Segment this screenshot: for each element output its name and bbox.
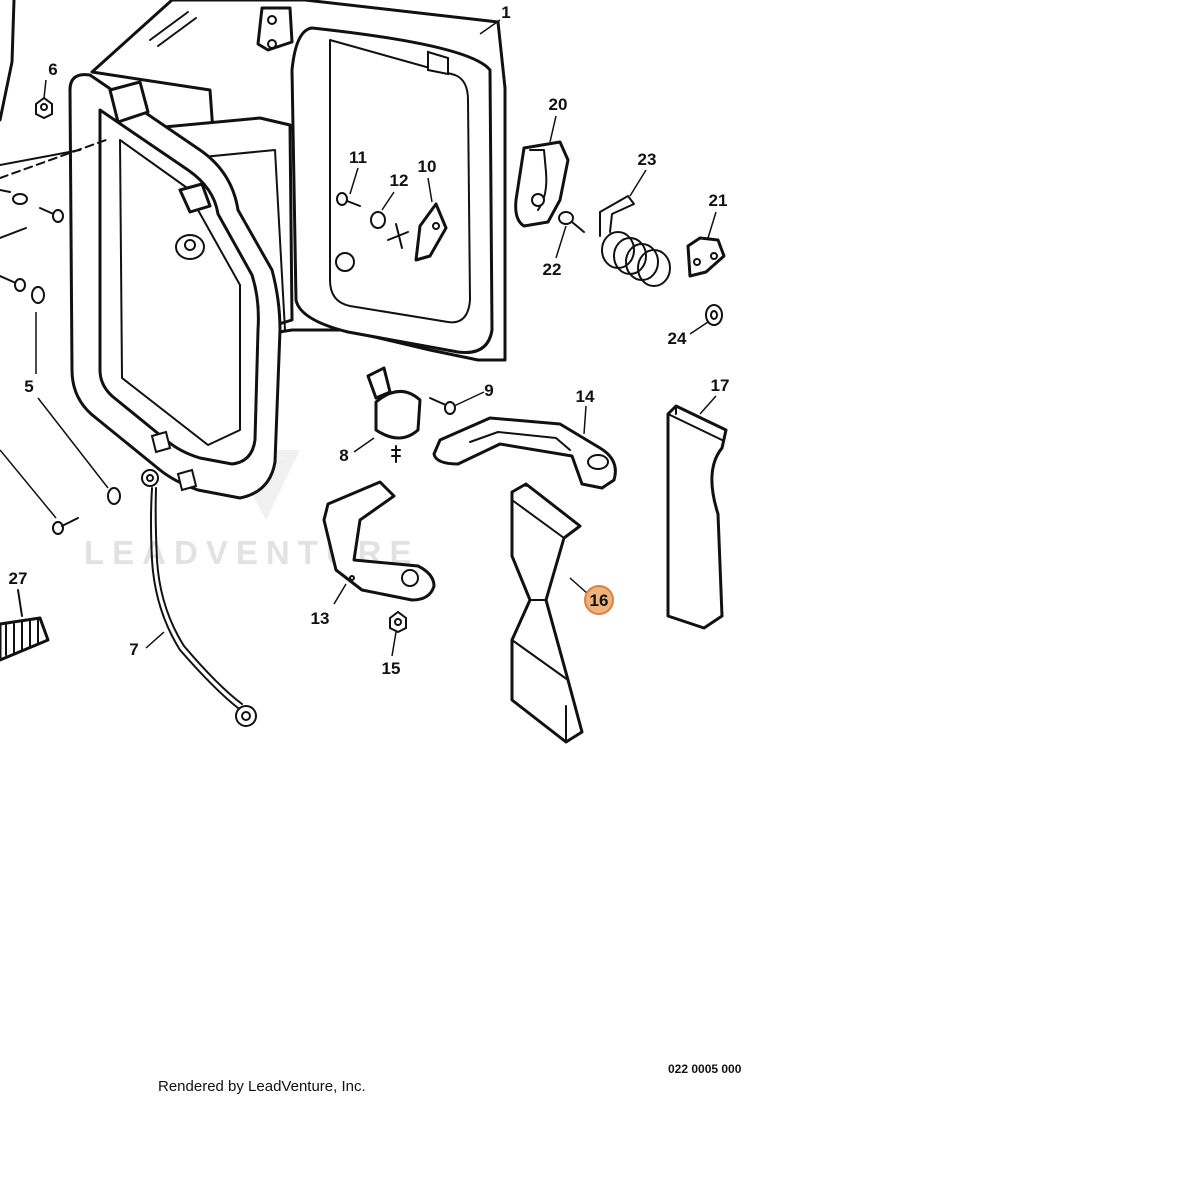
screw [39, 207, 64, 223]
leader-20 [549, 115, 557, 143]
washer [12, 193, 28, 205]
part-12-washer [370, 211, 386, 229]
leader-11 [349, 167, 359, 195]
screw [0, 275, 26, 292]
callout-10[interactable]: 10 [418, 157, 437, 176]
part-23-spring [599, 195, 671, 287]
alignment-line [0, 139, 107, 179]
part-22-screw [558, 211, 585, 233]
callout-11[interactable]: 11 [349, 148, 367, 167]
callout-22[interactable]: 22 [543, 260, 562, 279]
washer [31, 286, 45, 304]
callout-16[interactable]: 16 [590, 591, 609, 610]
part-7-cable [141, 469, 257, 727]
leader-5c [0, 449, 57, 519]
diagram-code: 022 0005 000 [668, 1062, 742, 1076]
callout-15[interactable]: 15 [382, 659, 401, 678]
part-edge [0, 189, 27, 239]
callout-14[interactable]: 14 [576, 387, 595, 406]
washer [107, 487, 121, 505]
leader-14 [583, 405, 587, 435]
leader-7 [145, 631, 165, 649]
leader-10 [427, 177, 433, 203]
leader-17 [699, 395, 717, 415]
footer-credit: Rendered by LeadVenture, Inc. [158, 1078, 366, 1095]
callout-9[interactable]: 9 [484, 381, 493, 400]
part-edge [0, 0, 16, 122]
callout-1[interactable]: 1 [501, 3, 510, 22]
part-6-nut [35, 96, 53, 120]
part-8-mount [366, 366, 422, 463]
leader-12 [381, 191, 395, 211]
callout-8[interactable]: 8 [339, 446, 348, 465]
leader-8 [353, 437, 375, 453]
part-9-screw [429, 397, 456, 415]
leader-16 [569, 577, 589, 595]
part-11-screw [336, 192, 361, 207]
leader-13 [333, 583, 347, 605]
leader-6 [43, 79, 47, 99]
leader-15 [391, 631, 397, 657]
leader-1 [479, 19, 501, 35]
part-14-arm [432, 416, 617, 490]
leader-5b [37, 397, 109, 489]
callout-12[interactable]: 12 [390, 171, 409, 190]
callout-20[interactable]: 20 [549, 95, 568, 114]
callout-7[interactable]: 7 [129, 640, 138, 659]
part-17-block [666, 404, 728, 630]
callout-6[interactable]: 6 [48, 60, 57, 79]
leader-23 [629, 169, 647, 197]
callout-24[interactable]: 24 [668, 329, 687, 348]
leader-22 [555, 225, 567, 259]
part-15-nut [389, 610, 407, 634]
callout-27[interactable]: 27 [9, 569, 28, 588]
leader-9 [453, 391, 485, 407]
callout-23[interactable]: 23 [638, 150, 657, 169]
part-20-clip [514, 140, 570, 228]
callout-21[interactable]: 21 [709, 191, 728, 210]
leader-21 [707, 211, 717, 239]
callout-5[interactable]: 5 [24, 377, 33, 396]
callout-17[interactable]: 17 [711, 376, 730, 395]
part-10-bracket [387, 202, 448, 262]
part-1-frame [68, 0, 507, 500]
alignment-line [0, 149, 81, 166]
part-16-plate [510, 482, 584, 744]
callout-13[interactable]: 13 [311, 609, 330, 628]
screw [52, 517, 79, 535]
part-27-strip [0, 589, 50, 662]
leader-24 [689, 321, 709, 335]
part-13-bracket [322, 480, 436, 602]
part-21-clamp [686, 236, 726, 278]
callout-16-highlight[interactable]: 16 [584, 585, 614, 615]
part-24-washer [705, 304, 723, 326]
